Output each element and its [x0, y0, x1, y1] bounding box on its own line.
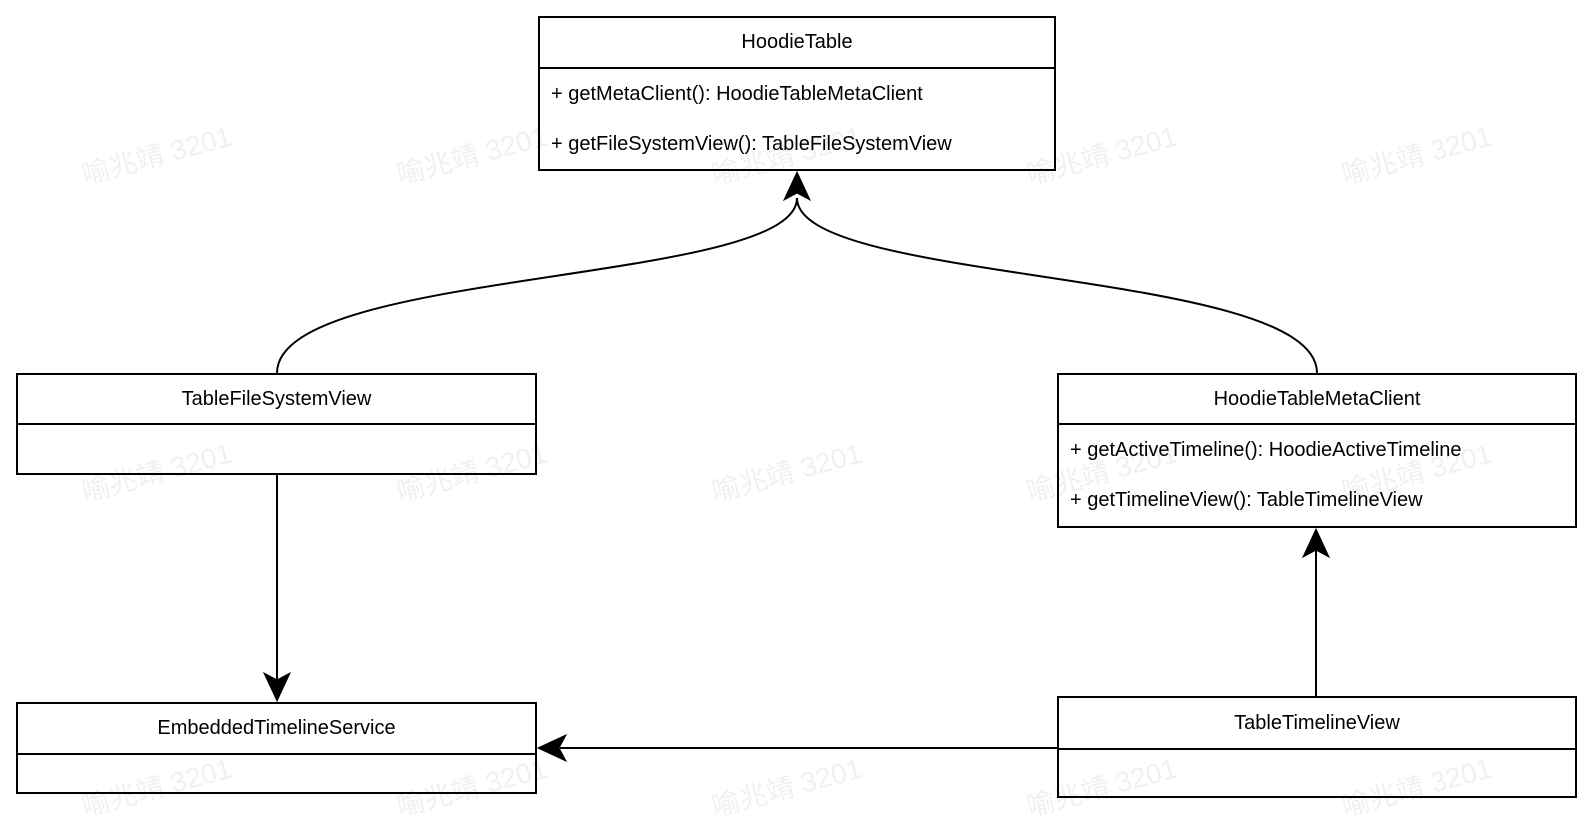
arrowhead-down-embeddedtimelineservice-icon	[262, 671, 292, 703]
edge-hoodietablemetaclient-hoodietable	[796, 197, 1318, 374]
class-box-embeddedtimelineservice: EmbeddedTimelineService	[16, 702, 537, 794]
class-title: TableFileSystemView	[18, 375, 535, 425]
arrowhead-up-hoodietablemetaclient-icon	[1301, 527, 1331, 559]
arrowhead-left-embeddedtimelineservice-icon	[536, 733, 568, 763]
class-box-hoodietable: HoodieTable + getMetaClient(): HoodieTab…	[538, 16, 1056, 171]
class-method: + getFileSystemView(): TableFileSystemVi…	[551, 132, 952, 155]
arrowhead-up-hoodietable-icon	[782, 170, 812, 202]
class-box-hoodietablemetaclient: HoodieTableMetaClient + getActiveTimelin…	[1057, 373, 1577, 528]
class-members-empty	[18, 755, 535, 792]
edge-tablefilesystemview-hoodietable	[276, 197, 798, 374]
class-title: HoodieTableMetaClient	[1059, 375, 1575, 425]
class-title: HoodieTable	[540, 18, 1054, 69]
class-members-empty	[18, 425, 535, 473]
class-members-empty	[1059, 750, 1575, 796]
class-method: + getTimelineView(): TableTimelineView	[1070, 489, 1423, 512]
class-box-tabletimelineview: TableTimelineView	[1057, 696, 1577, 798]
class-box-tablefilesystemview: TableFileSystemView	[16, 373, 537, 475]
class-title: EmbeddedTimelineService	[18, 704, 535, 755]
class-method: + getActiveTimeline(): HoodieActiveTimel…	[1070, 438, 1462, 461]
class-title: TableTimelineView	[1059, 698, 1575, 750]
class-method: + getMetaClient(): HoodieTableMetaClient	[551, 82, 923, 105]
